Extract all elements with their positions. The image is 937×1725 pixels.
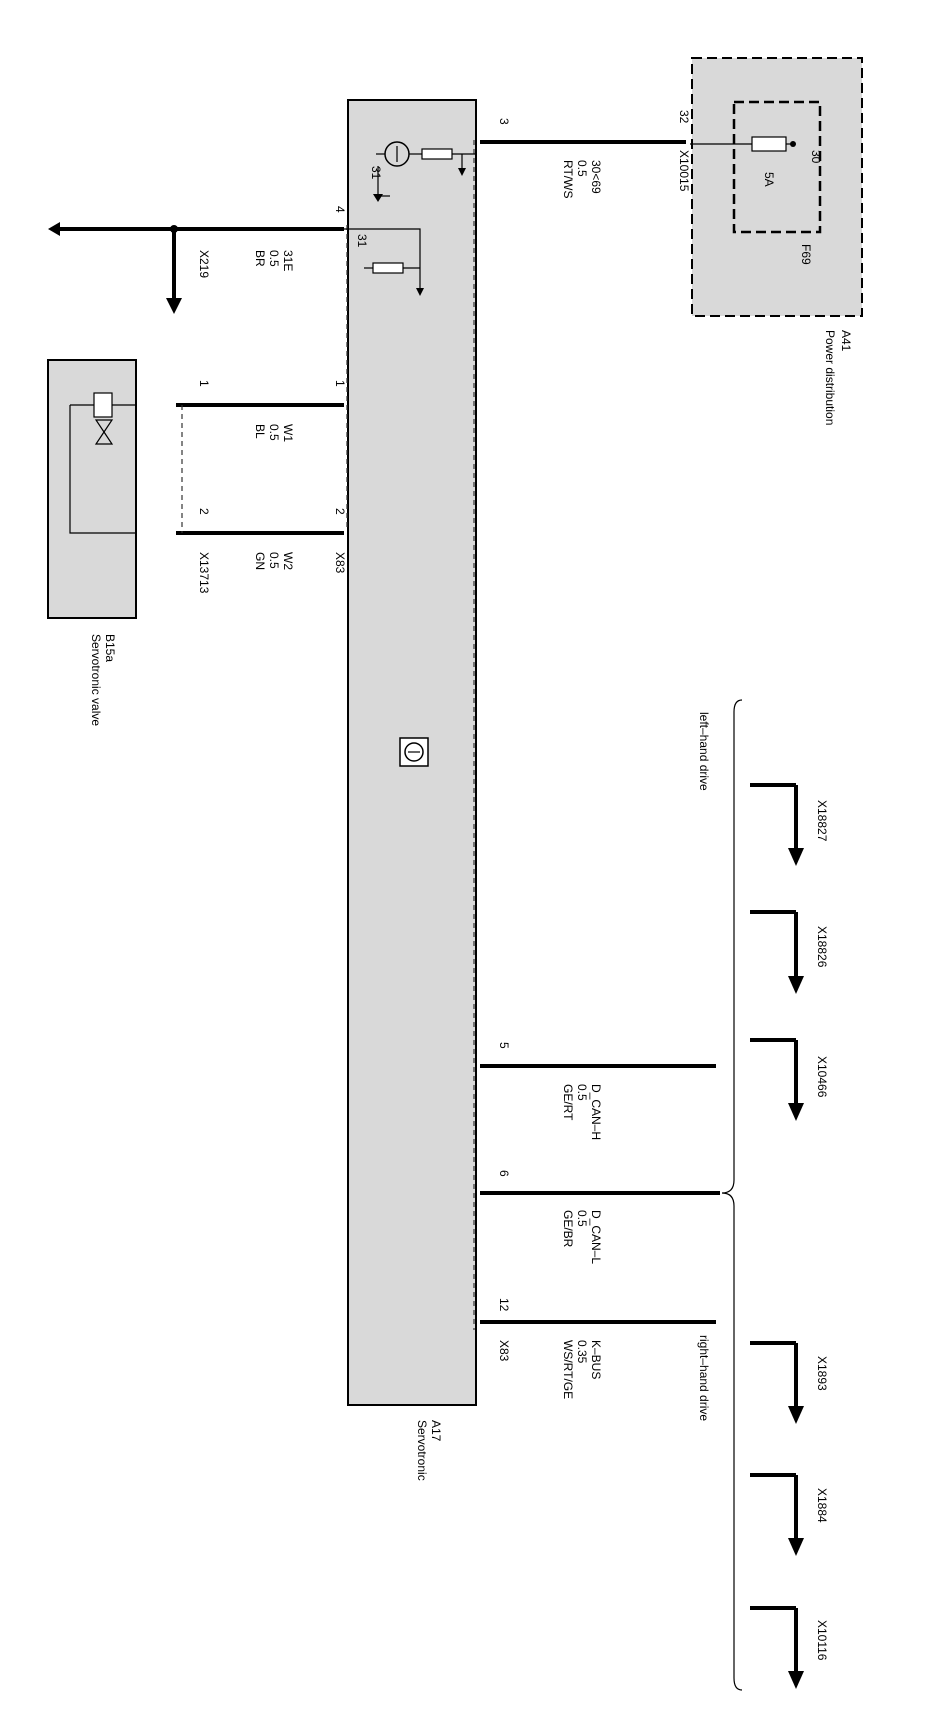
w3-color: RT/WS [561, 160, 575, 198]
a17-ground-label-1: 31 [369, 166, 383, 180]
lhd-connector-1: X18827 [815, 800, 829, 842]
w3-signal: 30<69 [589, 160, 603, 194]
w3-gauge: 0.5 [575, 160, 589, 177]
w5-gauge: 0.5 [575, 1084, 589, 1101]
connector-x10466: X10466 [750, 1038, 829, 1121]
a41-connector: X10015 [677, 150, 691, 192]
w4-signal: 31E [281, 250, 295, 271]
w1-pin: 1 [333, 380, 347, 387]
valve-icon [94, 419, 114, 434]
b15a-component [47, 359, 137, 619]
w12-gauge: 0.35 [575, 1340, 589, 1364]
w1-signal: W1 [281, 424, 295, 442]
lhd-connector-2: X18826 [815, 926, 829, 968]
fuse-icon [751, 136, 787, 152]
w12-signal: K–BUS [589, 1340, 603, 1379]
fuse-rating: 5A [762, 172, 776, 187]
a17-connector-top: X83 [333, 552, 347, 574]
w4-gauge: 0.5 [267, 250, 281, 267]
solenoid-icon [93, 392, 113, 418]
b15a-pin1: 1 [197, 380, 211, 387]
b15a-id: B15a [103, 634, 117, 662]
w12-pin: 12 [497, 1298, 511, 1312]
rhd-connector-1: X1893 [815, 1356, 829, 1391]
connector-x10116: X10116 [750, 1606, 829, 1689]
w6-signal: D_CAN–L [589, 1210, 603, 1264]
w1-gauge: 0.5 [267, 424, 281, 441]
a41-box [691, 57, 863, 317]
rhd-connector-2: X1884 [815, 1488, 829, 1523]
w5-pin: 5 [497, 1042, 511, 1049]
w6-color: GE/BR [561, 1210, 575, 1248]
group-brace [721, 699, 743, 1691]
w2-pin: 2 [333, 508, 347, 515]
w12-color: WS/RT/GE [561, 1340, 575, 1399]
connector-x1893: X1893 [750, 1341, 829, 1424]
ground-arrow-icon [166, 298, 182, 314]
a41-name: Power distribution [823, 330, 837, 425]
w5-color: GE/RT [561, 1084, 575, 1121]
w5-signal: D_CAN–H [589, 1084, 603, 1140]
connector-x18827: X18827 [750, 783, 829, 866]
w6-gauge: 0.5 [575, 1210, 589, 1227]
connector-x18826: X18826 [750, 910, 829, 994]
b15a-name: Servotronic valve [89, 634, 103, 726]
w4-connector: X219 [197, 250, 211, 278]
w6-pin: 6 [497, 1170, 511, 1177]
a17-id: A17 [429, 1420, 443, 1442]
fuse-id: F69 [799, 244, 813, 265]
f69-fuse-box [732, 100, 822, 234]
a41-id: A41 [839, 330, 853, 352]
a17-connector-bottom: X83 [497, 1340, 511, 1362]
rhd-label: right–hand drive [697, 1335, 711, 1421]
lhd-connector-3: X10466 [815, 1056, 829, 1098]
w4-pin: 4 [333, 206, 347, 213]
w2-gauge: 0.5 [267, 552, 281, 569]
b15a-pin2: 2 [197, 508, 211, 515]
lhd-label: left–hand drive [697, 712, 711, 791]
b15a-connector: X13713 [197, 552, 211, 594]
resistor-2-icon [372, 262, 404, 274]
a17-ground-label-2: 31 [355, 234, 369, 248]
rhd-connector-3: X10116 [815, 1620, 829, 1661]
w2-signal: W2 [281, 552, 295, 570]
w4-color: BR [253, 250, 267, 267]
w1-color: BL [253, 424, 267, 439]
connector-x1884: X1884 [750, 1473, 829, 1556]
w2-color: GN [253, 552, 267, 570]
w3-pin: 3 [497, 118, 511, 125]
a41-pin-in: 30 [809, 150, 823, 164]
a17-name: Servotronic [415, 1420, 429, 1481]
a41-pin-out: 32 [677, 110, 691, 124]
resistor-icon [421, 148, 453, 160]
